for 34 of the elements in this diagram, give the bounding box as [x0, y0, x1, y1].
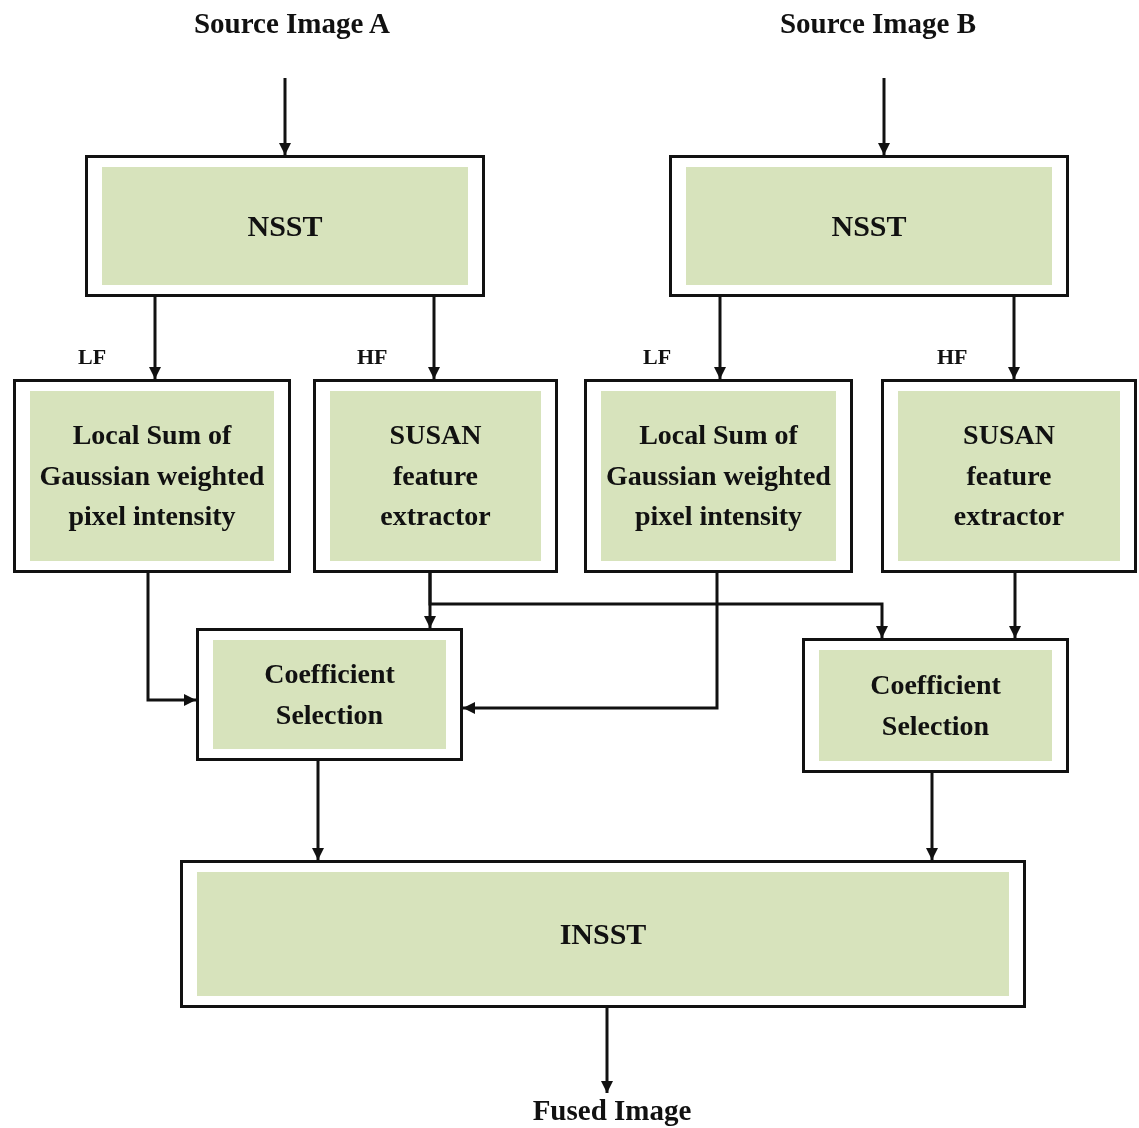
- arrow: [714, 297, 726, 379]
- process-text: NSST: [102, 167, 468, 285]
- process-text: Local Sum of Gaussian weighted pixel intensity: [30, 391, 274, 561]
- process-box: [180, 860, 1026, 1008]
- arrow: [601, 1008, 613, 1093]
- io-label: Fused Image: [460, 1093, 764, 1128]
- process-box: [584, 379, 853, 573]
- process-text: Local Sum of Gaussian weighted pixel intensity: [601, 391, 836, 561]
- arrow: [149, 297, 161, 379]
- arrow: [463, 573, 719, 714]
- arrow: [1009, 573, 1021, 638]
- process-box: [881, 379, 1137, 573]
- process-box: [313, 379, 558, 573]
- arrow: [1008, 297, 1020, 379]
- process-box: [196, 628, 463, 761]
- process-text: INSST: [197, 872, 1009, 996]
- process-text: Coefficient Selection: [213, 640, 446, 749]
- process-box: [13, 379, 291, 573]
- process-text: SUSAN feature extractor: [330, 391, 541, 561]
- arrow: [428, 297, 440, 379]
- arrow: [926, 773, 938, 860]
- process-box: [669, 155, 1069, 297]
- arrow: [878, 78, 890, 155]
- io-label: Source Image B: [726, 6, 1030, 44]
- io-label: Source Image A: [140, 6, 444, 44]
- arrow: [428, 573, 888, 638]
- process-text: NSST: [686, 167, 1052, 285]
- arrow: [312, 761, 324, 860]
- process-box: [802, 638, 1069, 773]
- process-text: Coefficient Selection: [819, 650, 1052, 761]
- arrow: [146, 573, 196, 706]
- arrow: [279, 78, 291, 155]
- process-box: [85, 155, 485, 297]
- process-text: SUSAN feature extractor: [898, 391, 1120, 561]
